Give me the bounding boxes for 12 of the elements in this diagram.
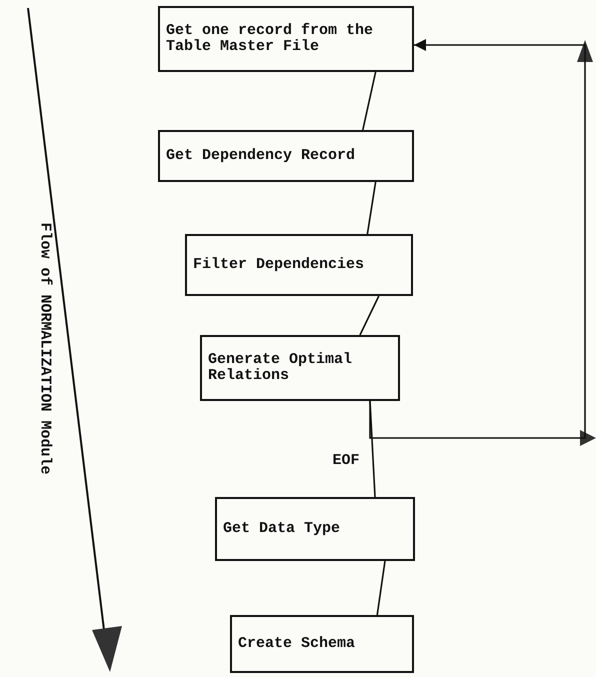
connector — [369, 39, 586, 439]
process-box: Filter Dependencies — [185, 234, 413, 296]
connector — [362, 72, 376, 130]
connector — [366, 182, 376, 234]
process-box: Get Dependency Record — [158, 130, 414, 182]
process-box: Get Data Type — [215, 497, 415, 561]
process-box: Generate Optimal Relations — [200, 335, 400, 401]
axis-label: Flow of NORMALIZATION Module — [36, 221, 54, 477]
connector — [359, 296, 380, 336]
connector — [376, 560, 386, 616]
process-box: Create Schema — [230, 615, 414, 673]
process-box: Get one record from the Table Master File — [158, 6, 414, 72]
